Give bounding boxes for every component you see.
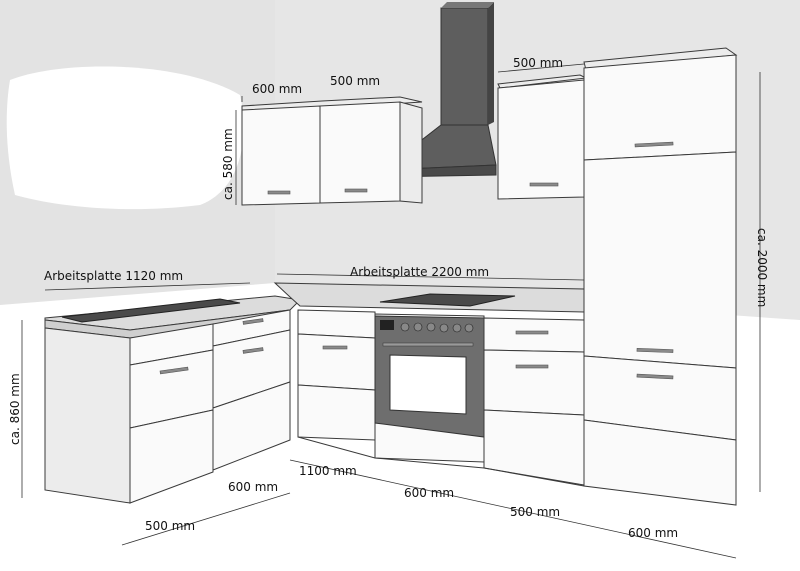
upper-cabinet-right: [497, 74, 588, 200]
plinth-line: [297, 436, 585, 487]
base-500-handle-1: [515, 330, 549, 335]
upper-left-door-1: [241, 105, 321, 206]
label-bottom-600-oven: 600 mm: [404, 486, 454, 500]
label-arbeitsplatte-right: Arbeitsplatte 2200 mm: [350, 265, 489, 279]
base-500-drawer-1: [483, 317, 585, 353]
oven-display: [380, 320, 394, 330]
base-500-handle-2: [515, 364, 549, 369]
base-back-drawer-2: [297, 333, 376, 391]
label-bottom-500-left: 500 mm: [145, 519, 195, 533]
label-upper-right-500: 500 mm: [513, 56, 563, 70]
tall-cabinet: [583, 47, 738, 506]
upper-right-door: [497, 79, 585, 200]
label-bottom-1100: 1100 mm: [299, 464, 357, 478]
label-upper-600: 600 mm: [252, 82, 302, 96]
base-500-drawer-2: [483, 349, 585, 416]
dimension-lines: [21, 63, 761, 559]
label-bottom-600-left: 600 mm: [228, 480, 278, 494]
oven-knob-1: [400, 322, 410, 332]
hood-chimney-top: [441, 2, 494, 8]
label-upper-500: 500 mm: [330, 74, 380, 88]
label-arbeitsplatte-left: Arbeitsplatte 1120 mm: [44, 269, 183, 283]
label-base-height: ca. 860 mm: [8, 373, 22, 445]
left-wall-highlight: [6, 66, 244, 210]
base-back-drawer-3: [297, 384, 376, 441]
oven-knob-5: [452, 323, 462, 333]
tall-middle-door: [583, 151, 737, 369]
dimension-labels: 600 mm 500 mm 500 mm ca. 580 mm ca. 2000…: [8, 56, 769, 540]
hobs: [61, 293, 516, 323]
oven-knob-4: [439, 323, 449, 333]
base-left-drawer-3: [129, 409, 214, 504]
dim-arbeitsplatte-left: [44, 282, 251, 291]
oven-knob-6: [464, 323, 474, 333]
upper-right-handle: [529, 182, 559, 187]
upper-left-handle-2: [344, 188, 368, 193]
base-left-handle-1: [159, 366, 189, 375]
hob-right: [379, 293, 516, 307]
oven-knob-3: [426, 322, 436, 332]
upper-left-handle-1: [267, 190, 291, 195]
base-cabinets-left: [44, 309, 291, 504]
base-back-drawer-1: [297, 309, 376, 339]
upper-left-door-2: [319, 101, 401, 204]
label-upper-height: ca. 580 mm: [221, 128, 235, 200]
base-mid-handle-1: [242, 318, 264, 325]
oven-knob-2: [413, 322, 423, 332]
tall-handle-1: [634, 141, 674, 148]
base-back-handle: [322, 345, 348, 350]
base-mid-handle-2: [242, 347, 264, 354]
label-bottom-600-right: 600 mm: [628, 526, 678, 540]
tall-handle-2: [636, 348, 674, 353]
hood-chimney: [440, 7, 489, 126]
upper-left-side: [399, 101, 423, 204]
tall-handle-3: [636, 373, 674, 380]
dim-bottom-left: [121, 492, 291, 546]
base-500-drawer-3: [483, 409, 585, 486]
dim-upper-right: [497, 63, 585, 73]
oven-handle: [382, 342, 474, 347]
base-cabinets-back: [297, 309, 585, 487]
oven-window: [389, 354, 467, 415]
hood-chimney-side: [488, 2, 494, 125]
dim-arbeitsplatte-right: [276, 273, 585, 281]
base-left-endpanel: [44, 327, 131, 504]
base-mid-drawer-3: [212, 381, 291, 471]
hob-left: [61, 298, 241, 323]
dim-bottom-right: [289, 459, 737, 559]
label-bottom-500-right: 500 mm: [510, 505, 560, 519]
label-tall-height: ca. 2000 mm: [755, 228, 769, 307]
upper-cabinets-left: [241, 96, 423, 206]
